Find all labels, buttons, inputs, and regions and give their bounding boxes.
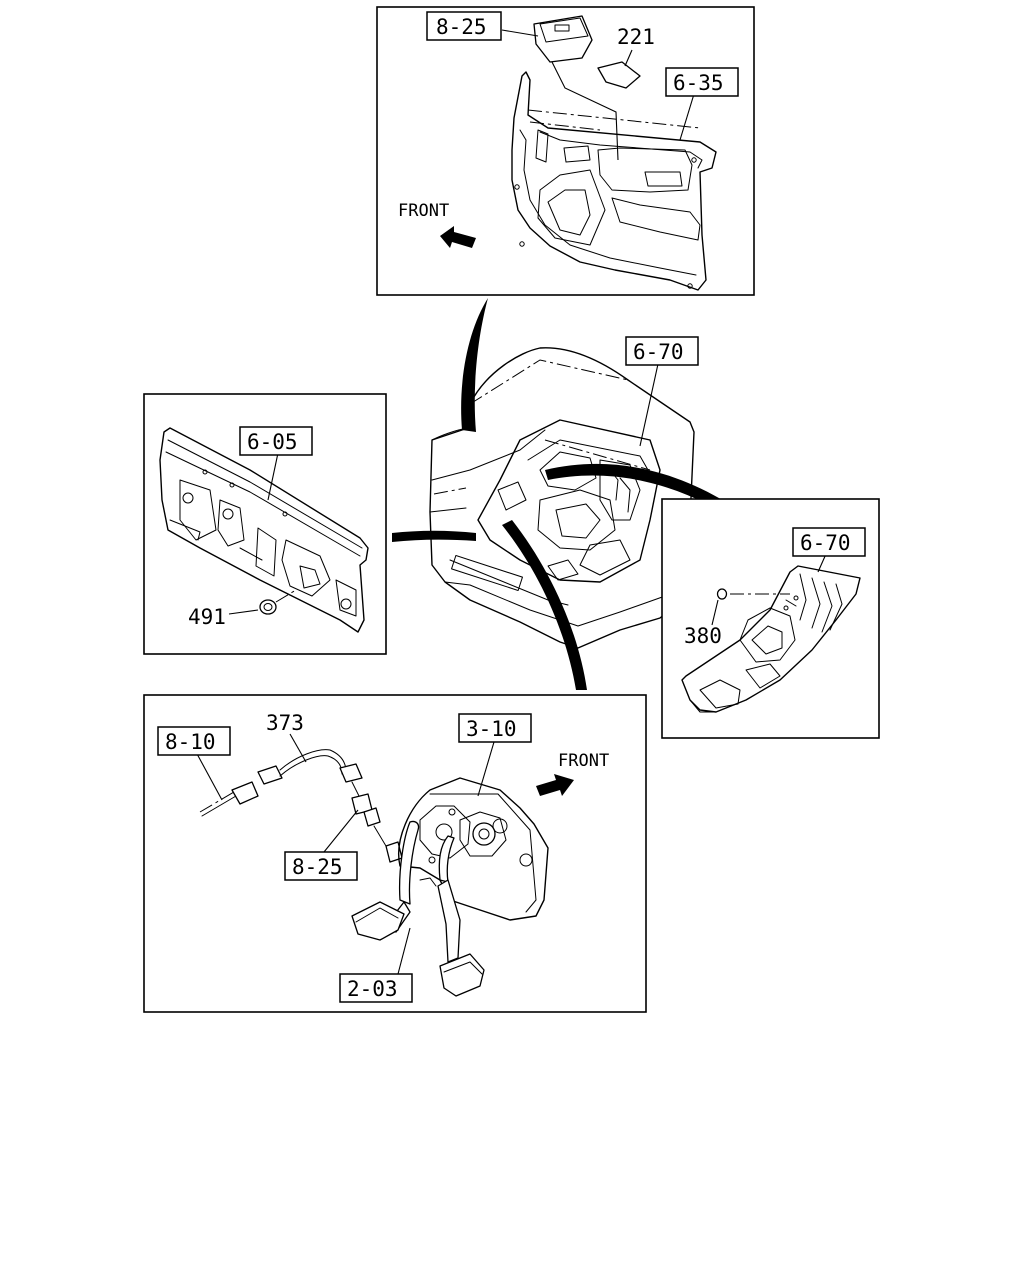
ref-6-70-center-box[interactable] — [625, 336, 699, 366]
cab-body-drawing: 6-70 — [429, 336, 699, 649]
dash-panel-drawing — [159, 427, 369, 633]
connector-curve-bottom — [502, 520, 587, 690]
ref-6-05-label: 6-05 — [247, 430, 298, 454]
ref-8-10-box[interactable] — [157, 726, 231, 756]
ref-6-05-box[interactable] — [239, 426, 313, 456]
top-panel: 8-25 221 6-35 FRONT — [376, 6, 755, 296]
ref-8-25-top-label: 8-25 — [436, 15, 487, 39]
connector-curve-right — [545, 463, 744, 522]
ref-8-10-label: 8-10 — [165, 730, 216, 754]
part-221-shape — [597, 61, 641, 89]
ref-8-25-bottom-box[interactable] — [284, 851, 358, 881]
ref-2-03-label: 2-03 — [347, 977, 398, 1001]
ref-6-70-right-box[interactable] — [792, 527, 866, 557]
front-label-bottom: FRONT — [558, 751, 609, 771]
left-panel: 6-05 491 — [143, 393, 387, 655]
door-trim-drawing — [511, 71, 717, 291]
part-380-label: 380 — [684, 624, 722, 648]
ref-8-25-bottom-label: 8-25 — [292, 855, 343, 879]
wire-harness-373 — [199, 749, 403, 863]
front-arrow-top-icon — [440, 226, 476, 248]
part-221-label: 221 — [617, 25, 655, 49]
pedal-assembly-drawing — [351, 777, 549, 997]
ref-8-25-top-box[interactable] — [426, 11, 502, 41]
ref-3-10-box[interactable] — [458, 713, 532, 743]
front-arrow-bottom-icon — [536, 774, 574, 796]
ref-6-35-box[interactable] — [665, 67, 739, 97]
ref-6-35-label: 6-35 — [673, 71, 724, 95]
plug-380 — [716, 588, 728, 600]
ref-2-03-box[interactable] — [339, 973, 413, 1003]
ref-6-70-right-label: 6-70 — [800, 531, 851, 555]
ref-3-10-label: 3-10 — [466, 717, 517, 741]
floor-panel-drawing — [681, 565, 861, 713]
ref-6-70-center-label: 6-70 — [633, 340, 684, 364]
grommet-491 — [259, 599, 277, 615]
front-label-top: FRONT — [398, 201, 449, 221]
bottom-panel: 373 8-10 3-10 8-25 2-03 FRONT — [143, 694, 647, 1013]
window-switch-part — [533, 15, 619, 161]
connector-curve-top — [461, 298, 488, 432]
part-373-label: 373 — [266, 711, 304, 735]
right-panel: 6-70 380 — [661, 498, 880, 739]
part-491-label: 491 — [188, 605, 226, 629]
cab-floor-frame — [477, 419, 661, 583]
connector-curve-left — [392, 530, 476, 542]
